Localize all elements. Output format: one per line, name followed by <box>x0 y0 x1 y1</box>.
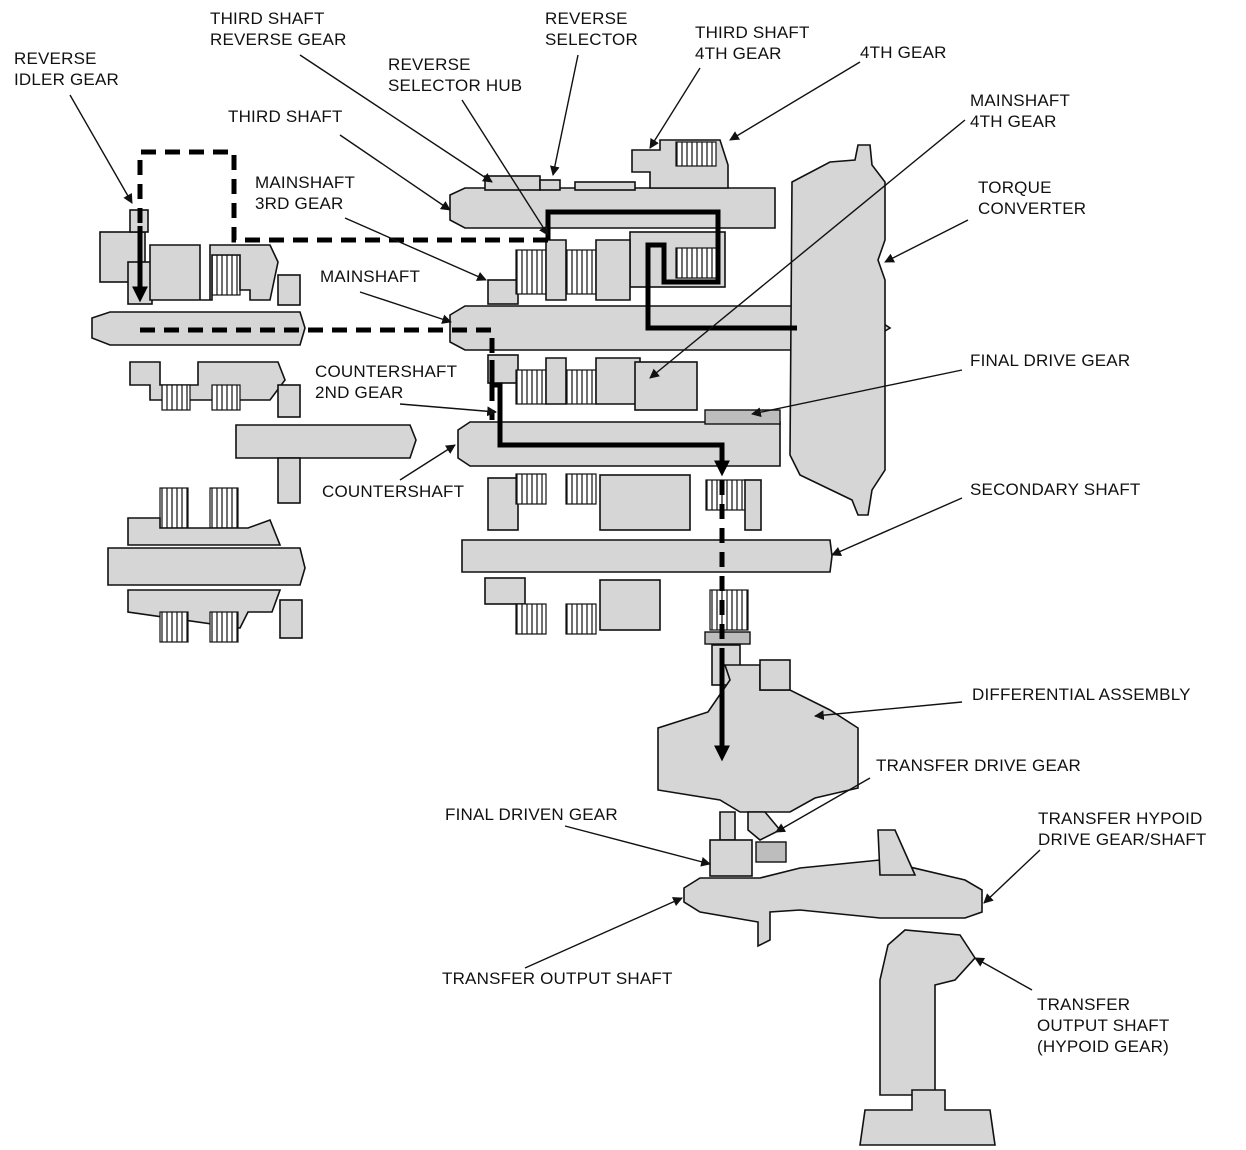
label-mainshaft-3rd-gear: MAINSHAFT 3RD GEAR <box>255 173 360 213</box>
label-transfer-output-shaft: TRANSFER OUTPUT SHAFT <box>442 969 673 988</box>
label-mainshaft-4th-gear: MAINSHAFT 4TH GEAR <box>970 91 1075 131</box>
label-secondary-shaft: SECONDARY SHAFT <box>970 480 1141 499</box>
label-third-shaft: THIRD SHAFT <box>228 107 343 126</box>
label-reverse-selector: REVERSE SELECTOR <box>545 9 638 49</box>
label-final-drive-gear: FINAL DRIVE GEAR <box>970 351 1130 370</box>
label-transfer-output-shaft-hypoid-gear: TRANSFER OUTPUT SHAFT (HYPOID GEAR) <box>1037 995 1174 1056</box>
label-countershaft-2nd-gear: COUNTERSHAFT 2ND GEAR <box>315 362 462 402</box>
label-third-shaft-reverse-gear: THIRD SHAFT REVERSE GEAR <box>210 9 347 49</box>
label-final-driven-gear: FINAL DRIVEN GEAR <box>445 805 618 824</box>
label-reverse-idler-gear: REVERSE IDLER GEAR <box>14 49 119 89</box>
label-differential-assembly: DIFFERENTIAL ASSEMBLY <box>972 685 1191 704</box>
power-flow-path <box>131 149 797 762</box>
label-countershaft: COUNTERSHAFT <box>322 482 464 501</box>
label-third-shaft-4th-gear: THIRD SHAFT 4TH GEAR <box>695 23 814 63</box>
main-gearset <box>449 139 892 645</box>
label-reverse-selector-hub: REVERSE SELECTOR HUB <box>388 55 522 95</box>
differential-transfer <box>657 644 996 1146</box>
label-4th-gear: 4TH GEAR <box>860 43 947 62</box>
labels: REVERSE IDLER GEAR THIRD SHAFT REVERSE G… <box>14 9 1207 1056</box>
leader-lines <box>69 54 1041 991</box>
left-gearset <box>91 209 417 643</box>
label-mainshaft: MAINSHAFT <box>320 267 420 286</box>
label-transfer-hypoid-drive-gear-shaft: TRANSFER HYPOID DRIVE GEAR/SHAFT <box>1038 809 1207 849</box>
label-transfer-drive-gear: TRANSFER DRIVE GEAR <box>876 756 1081 775</box>
label-torque-converter: TORQUE CONVERTER <box>978 178 1086 218</box>
